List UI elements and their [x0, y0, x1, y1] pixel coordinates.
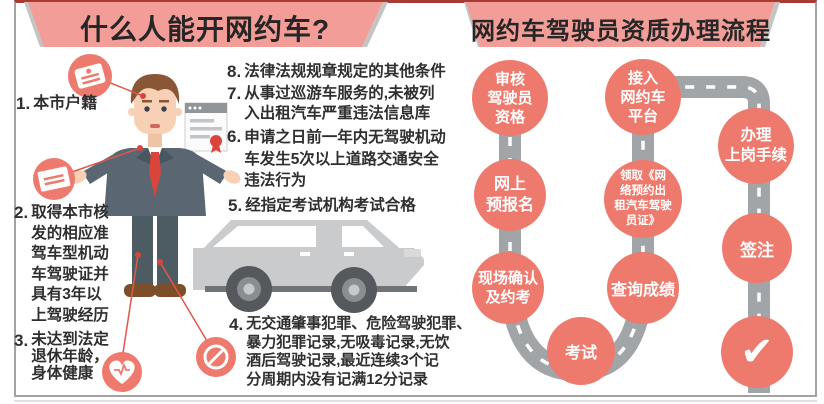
item-text: 从事过巡游车服务的,未被列 入出租汽车严重违法信息库 — [244, 85, 435, 122]
flow-step-exam: 考试 — [547, 317, 615, 385]
item-number: 8. — [227, 62, 242, 81]
item-text: 本市户籍 — [33, 95, 98, 112]
left-title-banner — [24, 2, 388, 47]
flow-step-onsite-confirmation: 现场确认 及约考 — [472, 252, 544, 324]
flow-panel-title: 网约车驾驶员资质办理流程 — [471, 18, 771, 45]
flow-step-done-checkmark-icon: ✔ — [721, 316, 793, 388]
item-text: 无交通肇事犯罪、危险驾驶犯罪、 暴力犯罪记录,无吸毒记录,无饮 酒后驾驶记录,最… — [246, 315, 472, 388]
item-text: 未达到法定 退休年龄， 身体健康 — [31, 331, 109, 382]
item-number: 5. — [228, 196, 243, 215]
item-text: 取得本市核 发的相应准 驾车型机动 车驾驶证并 具有3年以 上驾驶经历 — [31, 204, 109, 324]
item-number: 7. — [227, 84, 242, 103]
item-text: 申请之日前一年内无驾驶机动 车发生5次以上道路交通安全 违法行为 — [244, 129, 446, 189]
car-illustration — [193, 220, 424, 313]
road-path — [499, 76, 770, 393]
flow-step-check-results: 查询成绩 — [607, 252, 679, 324]
flow-step-join-platform: 接入 网约车 平台 — [605, 59, 681, 135]
heart-pulse-icon — [102, 352, 142, 392]
driver-illustration — [69, 74, 241, 297]
requirement-item-3: 3. 未达到法定 退休年龄， 身体健康 — [14, 331, 109, 382]
flow-step-receive-license: 领取《网 络预约出 租汽车驾驶 员证》 — [604, 160, 682, 238]
outer-border — [14, 0, 817, 397]
connector-lines — [71, 81, 208, 354]
flow-step-endorsement: 签注 — [722, 213, 792, 283]
certificate-icon — [184, 102, 228, 153]
flow-step-online-preregistration: 网上 预报名 — [474, 159, 546, 231]
item-number: 2. — [14, 203, 29, 222]
requirement-item-5: 5. 经指定考试机构考试合格 — [228, 196, 416, 215]
requirement-item-6: 6. 申请之日前一年内无驾驶机动 车发生5次以上道路交通安全 违法行为 — [227, 127, 446, 192]
driver-license-icon — [33, 158, 75, 200]
no-entry-icon — [196, 337, 236, 377]
item-text: 经指定考试机构考试合格 — [245, 197, 416, 214]
hukou-booklet-icon — [68, 54, 112, 98]
requirement-item-7: 7. 从事过巡游车服务的,未被列 入出租汽车严重违法信息库 — [227, 84, 435, 124]
bottom-divider — [14, 400, 817, 402]
item-number: 4. — [229, 315, 244, 334]
requirement-item-1: 1. 本市户籍 — [16, 94, 97, 113]
flow-step-onboarding-procedures: 办理 上岗手续 — [718, 108, 794, 184]
right-title-banner — [464, 2, 780, 47]
requirement-item-4: 4. 无交通肇事犯罪、危险驾驶犯罪、 暴力犯罪记录,无吸毒记录,无饮 酒后驾驶记… — [229, 315, 471, 389]
item-text: 法律法规规章规定的其他条件 — [244, 63, 446, 80]
item-number: 1. — [16, 94, 31, 113]
flow-step-review-qualification: 审核 驾驶员 资格 — [472, 60, 548, 136]
requirement-item-8: 8. 法律法规规章规定的其他条件 — [227, 62, 446, 81]
requirement-item-2: 2. 取得本市核 发的相应准 驾车型机动 车驾驶证并 具有3年以 上驾驶经历 — [14, 203, 109, 326]
left-panel-title: 什么人能开网约车? — [79, 14, 331, 45]
connector-dots — [135, 93, 163, 265]
item-number: 3. — [14, 331, 29, 350]
item-number: 6. — [227, 127, 242, 146]
